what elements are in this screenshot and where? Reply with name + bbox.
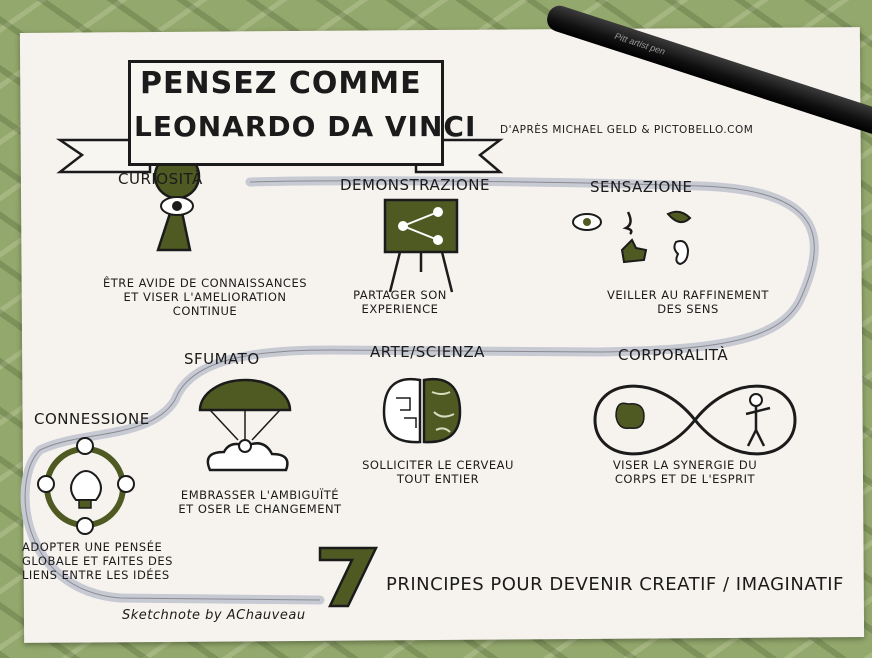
desc-demonstrazione: PARTAGER SON EXPERIENCE [330, 288, 470, 316]
desc-arte-scienza: SOLLICITER LE CERVEAU TOUT ENTIER [348, 458, 528, 486]
title-line-1: PENSEZ COMME [140, 66, 422, 101]
desc-corporalita: VISER LA SYNERGIE DU CORPS ET DE L'ESPRI… [590, 458, 780, 486]
title-line-2: LEONARDO DA VINCI [134, 110, 477, 143]
label-arte-scienza: ARTE/SCIENZA [370, 343, 485, 361]
label-demonstrazione: DEMONSTRAZIONE [340, 176, 490, 194]
desc-sfumato: EMBRASSER L'AMBIGUÏTÉ ET OSER LE CHANGEM… [160, 488, 360, 516]
desc-line: EMBRASSER L'AMBIGUÏTÉ [180, 488, 340, 502]
desc-line: ET VISER L'AMELIORATION [123, 290, 287, 304]
title-banner [128, 60, 444, 166]
desc-curiosita: ÊTRE AVIDE DE CONNAISSANCES ET VISER L'A… [100, 276, 310, 318]
senses-icon [572, 210, 692, 266]
desc-line: ÊTRE AVIDE DE CONNAISSANCES [102, 276, 308, 290]
desc-line: SOLLICITER LE CERVEAU [362, 458, 514, 472]
desc-line: EXPERIENCE [361, 302, 439, 316]
label-sensazione: SENSAZIONE [590, 178, 693, 196]
winding-path [20, 176, 819, 605]
keyhole-eye-icon [153, 152, 201, 252]
parachute-cloud-icon [198, 378, 292, 472]
desc-line: ET OSER LE CHANGEMENT [178, 502, 342, 516]
desc-sensazione: VEILLER AU RAFFINEMENT DES SENS [588, 288, 788, 316]
lightbulb-network-icon [37, 437, 135, 535]
desc-line: VISER LA SYNERGIE DU [612, 458, 758, 472]
desc-line: LIENS ENTRE LES IDÉES [22, 568, 170, 582]
desc-line: VEILLER AU RAFFINEMENT [607, 288, 769, 302]
signature: Sketchnote by AChauveau [122, 608, 306, 623]
desc-connessione: ADOPTER UNE PENSÉE GLOBALE ET FAITES DES… [22, 540, 222, 582]
desc-line: PARTAGER SON [353, 288, 447, 302]
big-seven-icon [318, 546, 378, 608]
desc-line: CORPS ET DE L'ESPRIT [614, 472, 756, 486]
label-corporalita: CORPORALITÀ [618, 346, 729, 364]
footer-text: PRINCIPES POUR DEVENIR CREATIF / IMAGINA… [386, 574, 844, 595]
credit-text: D'APRÈS MICHAEL GELD & PICTOBELLO.COM [500, 124, 754, 136]
banner-ribbon-left [55, 138, 152, 174]
desc-line: TOUT ENTIER [396, 472, 480, 486]
label-sfumato: SFUMATO [184, 350, 260, 368]
infinity-body-mind-icon [593, 384, 797, 456]
desc-line: GLOBALE ET FAITES DES [22, 554, 173, 568]
label-connessione: CONNESSIONE [34, 410, 150, 428]
share-easel-icon [383, 198, 459, 293]
brain-icon [382, 377, 462, 444]
desc-line: DES SENS [657, 302, 719, 316]
label-curiosita: CURIOSITÀ [118, 170, 203, 188]
desc-line: ADOPTER UNE PENSÉE [22, 540, 163, 554]
desc-line: CONTINUE [172, 304, 238, 318]
